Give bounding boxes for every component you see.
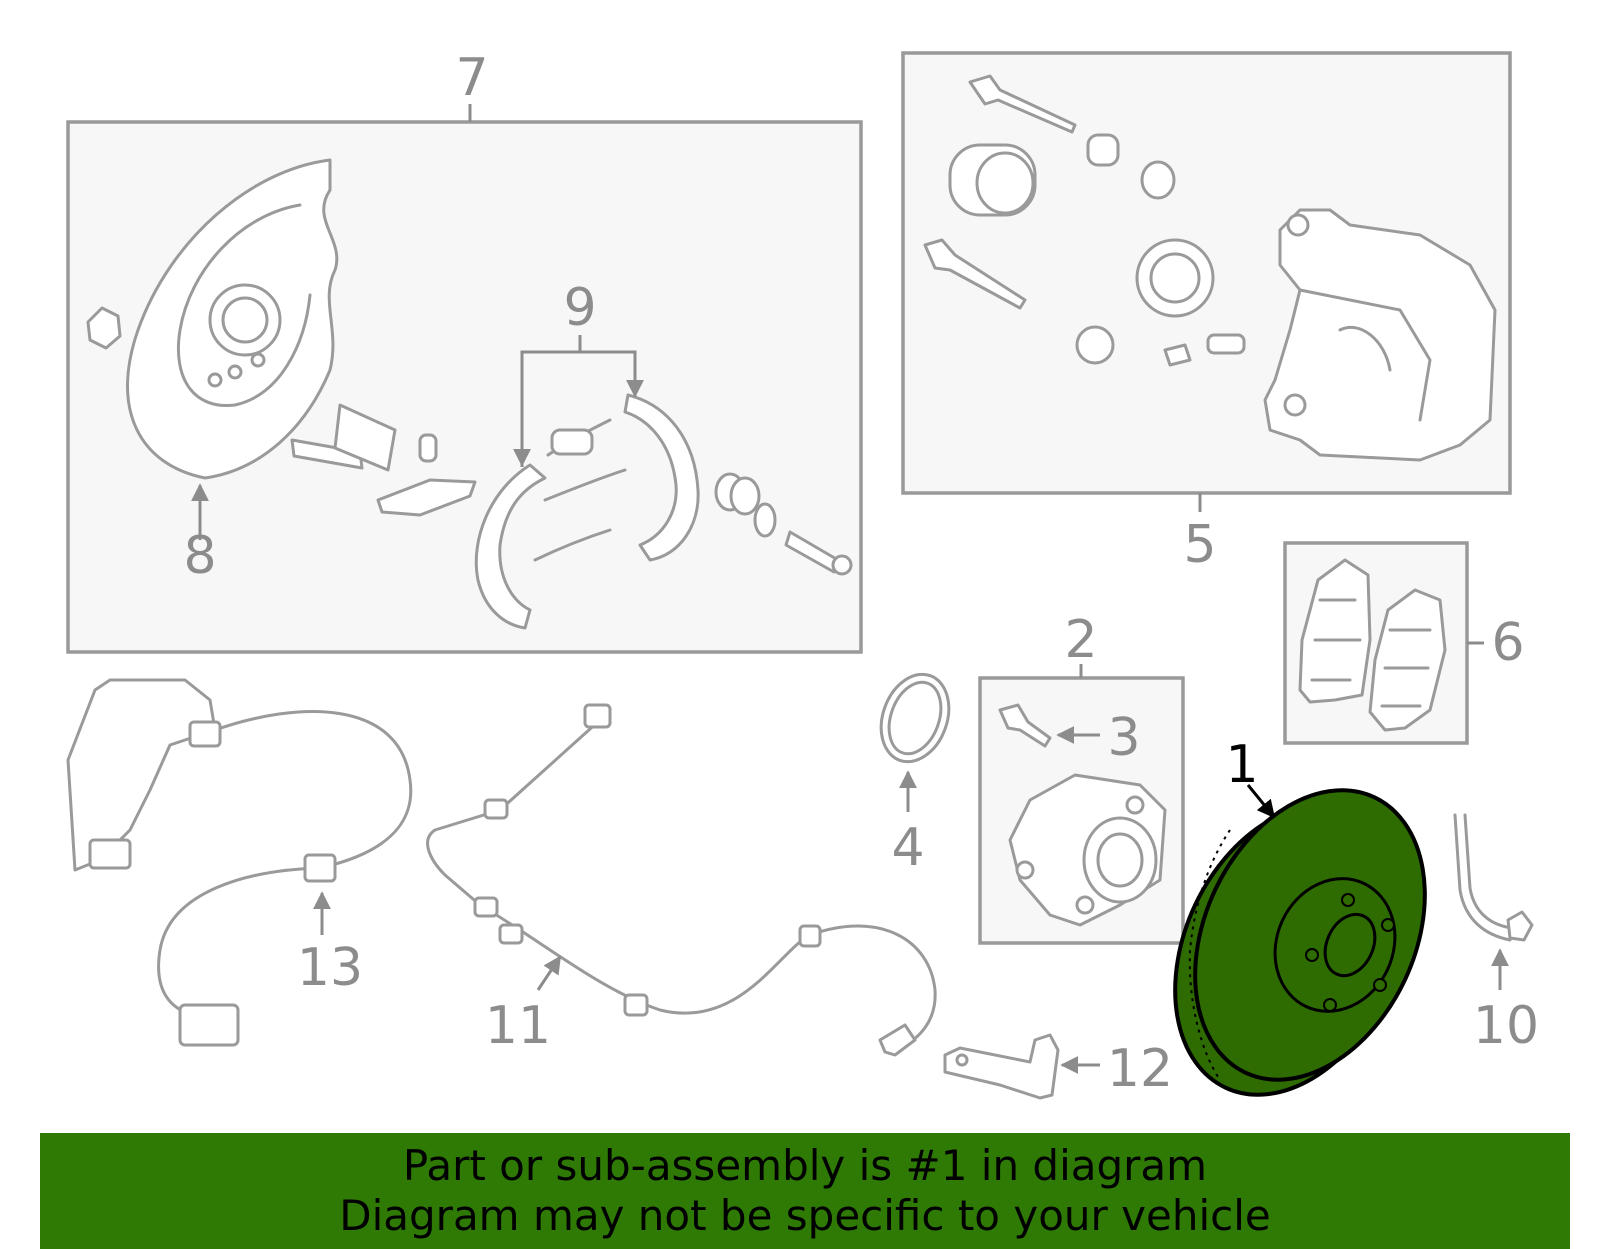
banner-background — [40, 1133, 1570, 1249]
callout-11-label: 11 — [485, 996, 551, 1056]
callout-3: 3 — [1056, 708, 1141, 768]
callout-8-label: 8 — [183, 526, 216, 586]
abs-sensor-11 — [426, 703, 937, 1057]
callout-2: 2 — [1064, 610, 1097, 670]
callout-6: 6 — [1491, 613, 1524, 673]
backing-plate — [86, 158, 339, 480]
callout-6-label: 6 — [1491, 613, 1524, 673]
brake-rotor[interactable] — [1131, 753, 1470, 1132]
callout-5-label: 5 — [1183, 515, 1216, 575]
banner-line-2: Diagram may not be specific to your vehi… — [339, 1191, 1271, 1240]
callout-10-label: 10 — [1473, 996, 1539, 1056]
callout-11: 11 — [485, 955, 562, 1056]
callout-2-label: 2 — [1064, 610, 1097, 670]
sensor-bracket — [943, 1033, 1060, 1100]
hub-bearing — [998, 703, 1167, 927]
brake-pads — [1298, 558, 1447, 732]
caliper-parts — [923, 74, 1497, 462]
snap-ring — [879, 672, 951, 764]
callout-5: 5 — [1183, 515, 1216, 575]
callout-9-label: 9 — [563, 278, 596, 338]
abs-sensor-13 — [66, 678, 413, 1047]
callout-12-label: 12 — [1107, 1039, 1173, 1099]
callout-4-label: 4 — [891, 818, 924, 878]
callout-12: 12 — [1060, 1039, 1173, 1099]
banner-line-1: Part or sub-assembly is #1 in diagram — [402, 1141, 1208, 1190]
callout-10: 10 — [1473, 948, 1539, 1056]
spring-pin-parts — [714, 472, 853, 576]
adjuster-parts — [290, 403, 477, 517]
info-banner: Part or sub-assembly is #1 in diagram Di… — [40, 1133, 1570, 1249]
callout-7-label: 7 — [455, 48, 488, 108]
callout-7: 7 — [455, 48, 488, 108]
callout-1: 1 — [1225, 735, 1276, 819]
callout-13: 13 — [297, 891, 363, 998]
brake-shoes — [474, 393, 700, 630]
callout-8: 8 — [183, 483, 217, 586]
callout-3-label: 3 — [1107, 708, 1140, 768]
callout-9: 9 — [513, 278, 644, 467]
callout-13-label: 13 — [297, 938, 363, 998]
hose-bracket — [1453, 813, 1534, 942]
callout-1-label: 1 — [1225, 735, 1258, 795]
callout-4: 4 — [891, 770, 925, 878]
